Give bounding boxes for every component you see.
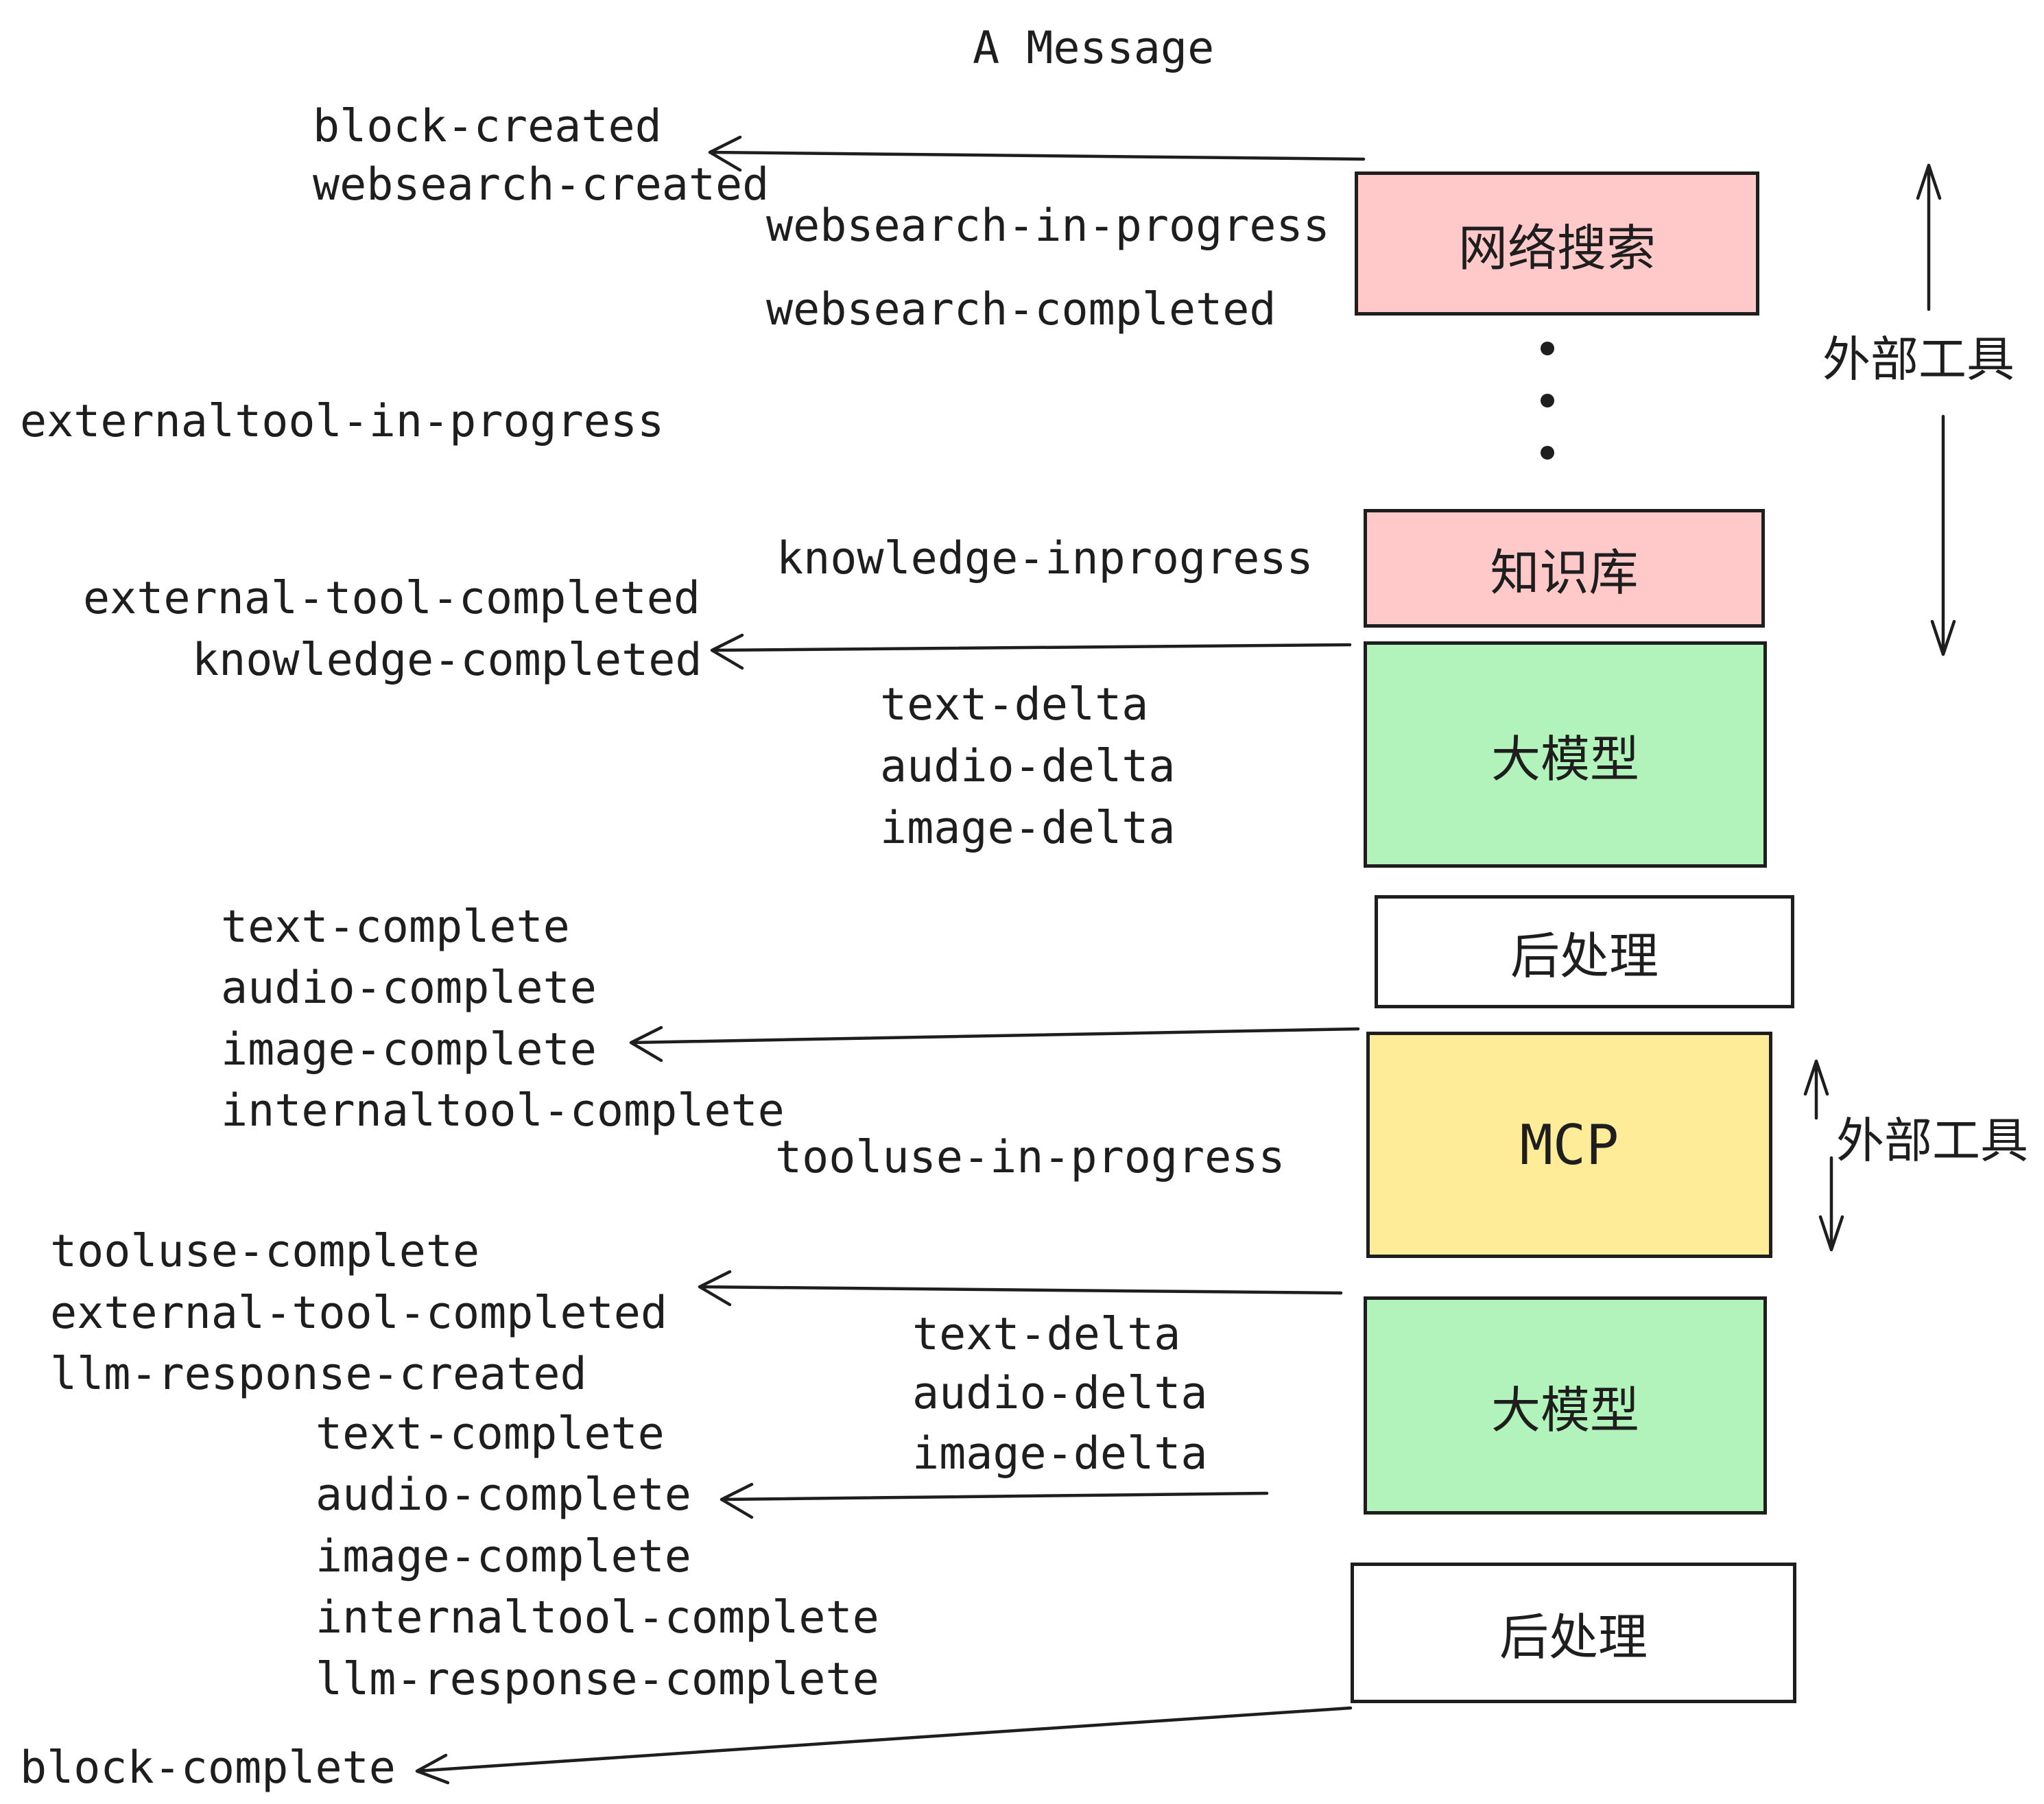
arrow-to-knowledge-completed	[710, 633, 1352, 670]
box-post-process-1-label: 后处理	[1510, 927, 1659, 985]
event-label-block-created: block-created	[313, 101, 662, 152]
event-label-audio-complete-2: audio-complete	[316, 1469, 691, 1521]
event-label-websearch-created: websearch-created	[313, 159, 770, 211]
arrow-up-external-tools-top	[1916, 163, 1942, 311]
event-label-external-tool-completed: external-tool-completed	[83, 573, 701, 624]
event-label-tooluse-in-progress: tooluse-in-progress	[775, 1132, 1285, 1183]
arrow-down-external-tools-mcp	[1818, 1156, 1844, 1252]
diagram-title: A Message	[973, 23, 1215, 74]
box-post-process-2-label: 后处理	[1499, 1609, 1648, 1666]
arrow-to-image-complete	[629, 1025, 1360, 1063]
box-post-process-2: 后处理	[1351, 1563, 1796, 1703]
box-knowledge-base-label: 知识库	[1490, 544, 1639, 602]
box-mcp-label: MCP	[1519, 1113, 1619, 1177]
event-label-externaltool-in-progress: externaltool-in-progress	[20, 396, 665, 447]
event-label-external-tool-completed-2: external-tool-completed	[50, 1287, 668, 1339]
event-label-tooluse-complete: tooluse-complete	[50, 1226, 480, 1277]
box-web-search: 网络搜索	[1355, 171, 1759, 316]
box-knowledge-base: 知识库	[1364, 509, 1765, 628]
event-label-internaltool-complete-2: internaltool-complete	[316, 1592, 879, 1643]
box-post-process-1: 后处理	[1375, 895, 1794, 1008]
event-label-audio-delta-1: audio-delta	[880, 741, 1176, 792]
box-llm-1: 大模型	[1364, 641, 1767, 868]
arrow-to-block-created	[708, 135, 1366, 172]
event-label-llm-response-created: llm-response-created	[50, 1349, 587, 1400]
box-web-search-label: 网络搜索	[1458, 219, 1656, 277]
event-label-knowledge-inprogress: knowledge-inprogress	[776, 533, 1314, 584]
event-label-text-delta-1: text-delta	[880, 679, 1149, 731]
arrow-up-external-tools-mcp	[1803, 1059, 1829, 1120]
arrow-to-external-tool-completed	[698, 1270, 1343, 1307]
event-label-websearch-in-progress: websearch-in-progress	[766, 200, 1330, 252]
event-label-image-delta-2: image-delta	[912, 1428, 1208, 1480]
external-tools-label-top: 外部工具	[1822, 331, 2015, 388]
event-label-knowledge-completed: knowledge-completed	[192, 634, 702, 686]
arrow-to-block-complete	[415, 1706, 1353, 1785]
external-tools-label-mcp: 外部工具	[1836, 1113, 2028, 1169]
arrow-down-external-tools-top	[1930, 414, 1956, 656]
event-label-block-complete: block-complete	[20, 1742, 396, 1794]
event-label-text-complete-1: text-complete	[221, 901, 570, 953]
box-llm-2: 大模型	[1364, 1296, 1767, 1515]
event-label-internaltool-complete-1: internaltool-complete	[221, 1085, 785, 1137]
box-llm-1-label: 大模型	[1490, 730, 1639, 788]
event-label-llm-response-complete: llm-response-complete	[316, 1654, 879, 1705]
event-label-image-complete-1: image-complete	[221, 1024, 597, 1076]
box-llm-2-label: 大模型	[1490, 1381, 1639, 1439]
event-label-text-complete-2: text-complete	[316, 1408, 665, 1460]
event-label-audio-complete-1: audio-complete	[221, 962, 597, 1014]
arrow-to-audio-complete	[720, 1482, 1269, 1519]
box-mcp: MCP	[1366, 1032, 1772, 1258]
event-label-image-delta-1: image-delta	[880, 803, 1176, 854]
event-label-image-complete-2: image-complete	[316, 1531, 691, 1582]
event-label-websearch-completed: websearch-completed	[766, 284, 1276, 335]
event-label-audio-delta-2: audio-delta	[912, 1368, 1208, 1419]
event-label-text-delta-2: text-delta	[912, 1309, 1181, 1360]
ellipsis-dots	[1541, 342, 1554, 460]
